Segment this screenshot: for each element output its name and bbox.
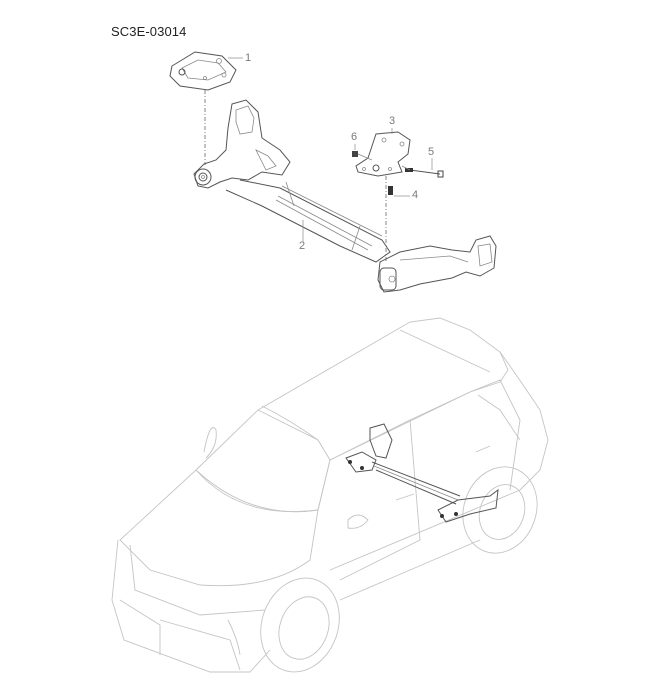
part-5-bolt	[401, 158, 444, 178]
part-2-twist-beam	[193, 99, 497, 293]
diagram-code: SC3E-03014	[111, 24, 187, 39]
car-outline	[111, 317, 549, 673]
part-3-bracket	[355, 128, 411, 177]
callout-1: 1	[245, 52, 252, 64]
part-6-nut	[352, 144, 373, 161]
part-1-upper-mount	[169, 51, 243, 91]
part-4-bolt	[388, 186, 410, 197]
axle-in-vehicle	[345, 423, 499, 523]
callout-2: 2	[299, 240, 306, 252]
callout-6: 6	[351, 131, 358, 143]
callout-5: 5	[428, 146, 435, 158]
callout-4: 4	[412, 189, 419, 201]
callout-3: 3	[389, 115, 396, 127]
